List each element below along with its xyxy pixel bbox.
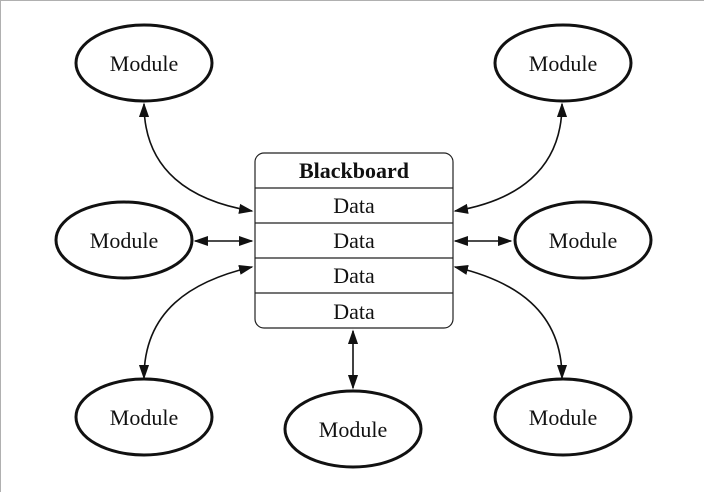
module-bottom-right: Module xyxy=(493,377,633,457)
module-ellipse xyxy=(54,200,194,280)
module-ellipse xyxy=(493,23,633,103)
module-top-right: Module xyxy=(493,23,633,103)
module-label: Module xyxy=(549,228,617,253)
module-label: Module xyxy=(319,417,387,442)
module-ellipse xyxy=(283,389,423,469)
connector-top-left xyxy=(138,102,254,214)
blackboard-data-row: Data xyxy=(333,299,375,324)
module-label: Module xyxy=(529,405,597,430)
blackboard-data-row: Data xyxy=(333,228,375,253)
module-label: Module xyxy=(110,405,178,430)
module-ellipse xyxy=(74,23,214,103)
module-bottom-left: Module xyxy=(74,377,214,457)
module-mid-left: Module xyxy=(54,200,194,280)
connector-top-right xyxy=(453,102,568,214)
blackboard-data-row: Data xyxy=(333,193,375,218)
module-ellipse xyxy=(493,377,633,457)
module-top-left: Module xyxy=(74,23,214,103)
blackboard-data-row: Data xyxy=(333,263,375,288)
blackboard-title: Blackboard xyxy=(299,158,409,183)
module-bottom-center: Module xyxy=(283,389,423,469)
module-label: Module xyxy=(110,51,178,76)
module-ellipse xyxy=(74,377,214,457)
module-ellipse xyxy=(513,200,653,280)
module-label: Module xyxy=(529,51,597,76)
module-mid-right: Module xyxy=(513,200,653,280)
connector-bottom-right xyxy=(453,265,568,380)
connector-bottom-left xyxy=(138,264,254,380)
connectors xyxy=(138,102,568,390)
module-label: Module xyxy=(90,228,158,253)
blackboard-box xyxy=(254,152,454,329)
blackboard: Blackboard Data Data Data Data xyxy=(254,152,454,329)
